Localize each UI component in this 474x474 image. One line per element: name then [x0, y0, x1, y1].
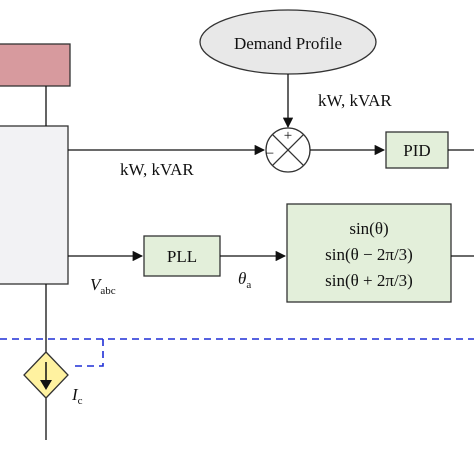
plus-sign: + — [284, 128, 292, 144]
v-abc-subscript: abc — [100, 285, 115, 297]
pll-label: PLL — [167, 247, 197, 266]
kw-kvar-top-label: kW, kVAR — [318, 91, 392, 110]
theta-a-subscript: a — [246, 279, 251, 291]
ic-label: Ic — [71, 385, 83, 407]
trig-line-2: sin(θ − 2π/3) — [325, 245, 413, 264]
pink-block — [0, 43, 71, 87]
demand-profile-label: Demand Profile — [234, 34, 342, 53]
pid-label: PID — [403, 141, 430, 160]
grey-controller-block — [0, 125, 69, 285]
v-abc-label: Vabc — [90, 275, 116, 297]
trig-block — [286, 203, 452, 303]
controlled-current-source — [23, 351, 69, 399]
pll-block — [143, 235, 221, 277]
trig-line-1: sin(θ) — [349, 219, 388, 238]
kw-kvar-mid-label: kW, kVAR — [120, 160, 194, 179]
theta-a-label: θa — [238, 269, 251, 291]
dashed-control-link — [70, 339, 104, 367]
summing-junction: + − — [265, 127, 311, 173]
ic-subscript: c — [78, 395, 83, 407]
trig-line-3: sin(θ + 2π/3) — [325, 271, 413, 290]
minus-sign: − — [266, 146, 274, 162]
